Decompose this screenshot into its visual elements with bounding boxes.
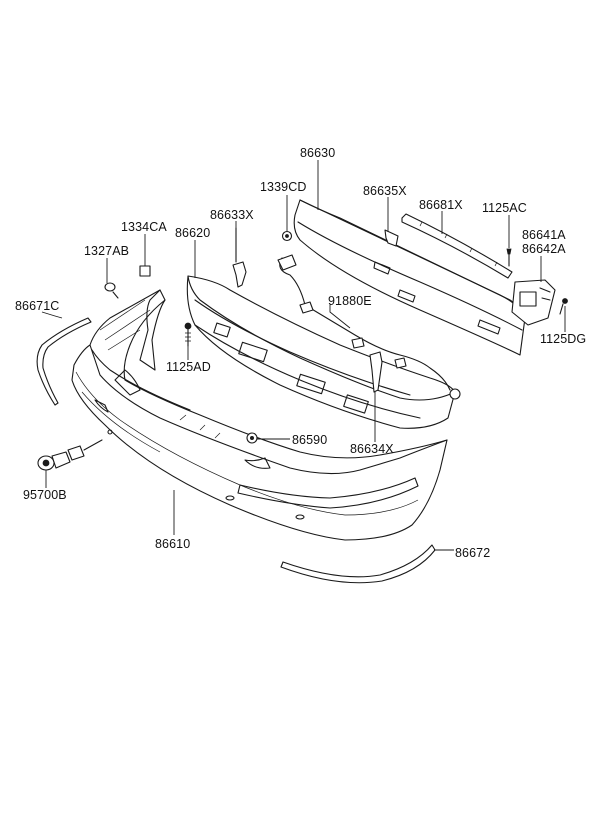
parking-sensor-95700B — [37, 439, 103, 471]
label-86641A: 86641A — [522, 228, 566, 242]
wiring-harness-91880E — [277, 254, 461, 400]
side-bracket-86641A — [511, 279, 556, 326]
nut-1339CD — [281, 230, 293, 242]
bolt-1125AD — [184, 322, 192, 347]
label-1125DG: 1125DG — [540, 332, 587, 346]
clip-1334CA — [139, 265, 151, 277]
nut-86590 — [246, 432, 258, 444]
label-1125AC: 1125AC — [482, 201, 527, 215]
bracket-86635X — [384, 229, 399, 247]
bracket-86634X — [369, 351, 383, 393]
label-91880E: 91880E — [328, 294, 372, 308]
bracket-86633X — [232, 227, 247, 288]
screw-1125AC — [506, 248, 512, 267]
label-86671C: 86671C — [15, 299, 60, 313]
label-86620: 86620 — [175, 226, 211, 240]
energy-absorber-86620 — [186, 275, 456, 429]
label-86642A: 86642A — [522, 242, 566, 256]
label-86681X: 86681X — [419, 198, 463, 212]
leader-lines — [41, 160, 566, 551]
label-86610: 86610 — [155, 537, 191, 551]
label-86630: 86630 — [300, 146, 336, 160]
screw-1125DG — [559, 298, 568, 315]
bumper-cover-86610 — [71, 289, 448, 541]
molding-86672 — [280, 544, 436, 584]
molding-86671C — [36, 317, 92, 406]
label-95700B: 95700B — [23, 488, 67, 502]
label-86633X: 86633X — [210, 208, 254, 222]
seal-strip-86681X — [401, 213, 513, 279]
label-1125AD: 1125AD — [166, 360, 211, 374]
label-86672: 86672 — [455, 546, 491, 560]
label-1334CA: 1334CA — [121, 220, 167, 234]
label-86635X: 86635X — [363, 184, 407, 198]
label-86590: 86590 — [292, 433, 328, 447]
label-1327AB: 1327AB — [84, 244, 130, 258]
label-1339CD: 1339CD — [260, 180, 307, 194]
retainer-1327AB — [104, 282, 119, 299]
label-86634X: 86634X — [350, 442, 394, 456]
